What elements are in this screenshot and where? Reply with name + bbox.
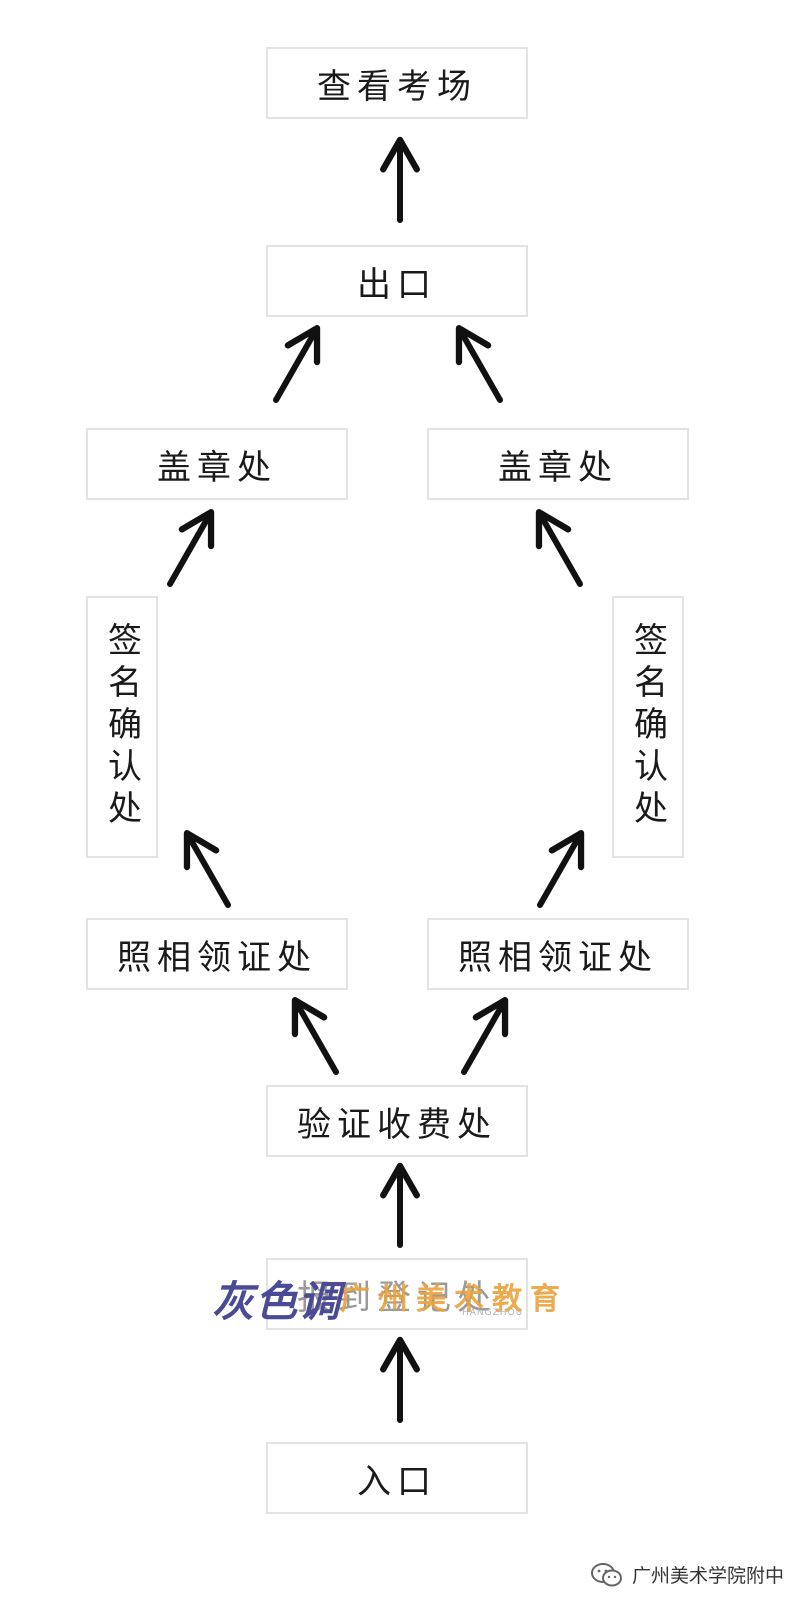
node-exam-room: 查看考场 <box>266 47 528 119</box>
node-sign-left: 签名确认处 <box>86 596 158 858</box>
node-sign-left-label: 签名确认处 <box>101 622 142 832</box>
node-exit: 出口 <box>266 245 528 317</box>
node-verify-fee-label: 验证收费处 <box>297 1104 497 1145</box>
arrow-verify-to-photo-left <box>291 997 339 1075</box>
arrow-photo-right-to-sign-right <box>537 830 585 908</box>
arrow-sign-left-to-stamp-left <box>167 509 215 587</box>
arrow-photo-left-to-sign-left <box>183 830 231 908</box>
arrow-stamp-left-to-exit <box>273 325 321 403</box>
node-register-label: 报到登记处 <box>297 1277 497 1318</box>
node-entrance-label: 入口 <box>357 1461 437 1502</box>
node-stamp-left-label: 盖章处 <box>157 447 277 488</box>
node-verify-fee: 验证收费处 <box>266 1085 528 1157</box>
node-stamp-right-label: 盖章处 <box>498 447 618 488</box>
node-photo-left-label: 照相领证处 <box>117 937 317 978</box>
wechat-icon <box>590 1562 622 1586</box>
node-exit-label: 出口 <box>357 264 437 305</box>
footer-source-label: 广州美术学院附中 <box>631 1565 784 1587</box>
node-register: 报到登记处 <box>266 1258 528 1330</box>
footer-source: 广州美术学院附中 <box>590 1561 784 1588</box>
node-stamp-left: 盖章处 <box>86 428 348 500</box>
node-sign-right: 签名确认处 <box>612 596 684 858</box>
node-photo-right-label: 照相领证处 <box>458 937 658 978</box>
node-photo-right: 照相领证处 <box>427 918 689 990</box>
node-sign-right-label: 签名确认处 <box>627 622 668 832</box>
arrow-verify-to-photo-right <box>461 997 509 1075</box>
node-exam-room-label: 查看考场 <box>317 66 477 107</box>
node-photo-left: 照相领证处 <box>86 918 348 990</box>
arrow-stamp-right-to-exit <box>455 325 503 403</box>
node-entrance: 入口 <box>266 1442 528 1514</box>
node-stamp-right: 盖章处 <box>427 428 689 500</box>
arrow-sign-right-to-stamp-right <box>535 509 583 587</box>
